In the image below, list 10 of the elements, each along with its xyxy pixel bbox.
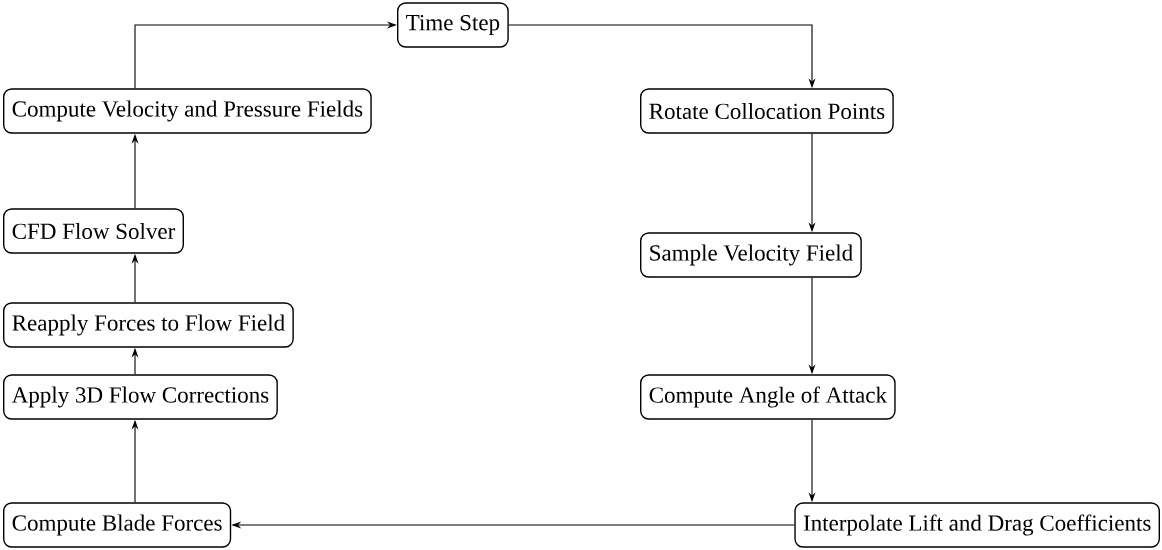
process-box: Interpolate Lift and Drag Coefficients xyxy=(794,502,1160,548)
process-box: Compute Velocity and Pressure Fields xyxy=(3,88,372,134)
process-box: Apply 3D Flow Corrections xyxy=(3,374,278,420)
process-box: Compute Angle of Attack xyxy=(640,374,896,420)
process-box: Sample Velocity Field xyxy=(640,232,862,278)
process-box: Rotate Collocation Points xyxy=(640,88,894,134)
process-box: Reapply Forces to Flow Field xyxy=(3,302,294,348)
process-box: CFD Flow Solver xyxy=(3,208,184,254)
process-box: Compute Blade Forces xyxy=(3,502,232,548)
process-box: Time Step xyxy=(397,2,509,48)
